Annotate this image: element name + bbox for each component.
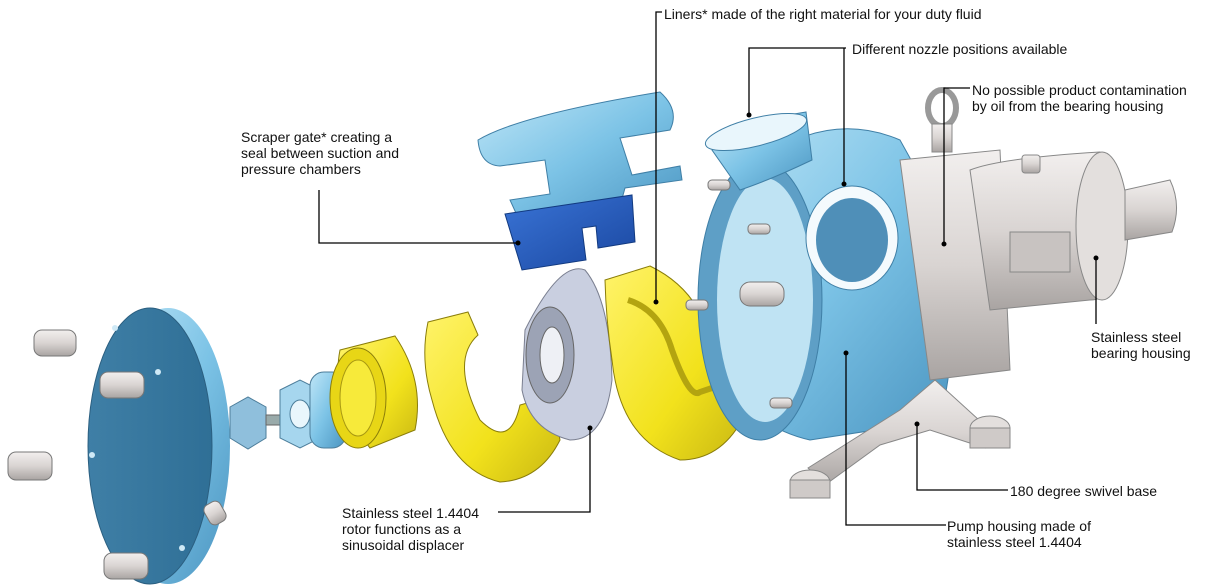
callout-scraper-line3: pressure chambers — [241, 161, 361, 177]
callout-rotor-line3: sinusoidal displacer — [342, 537, 465, 553]
liner-left — [424, 311, 561, 483]
cap-nuts — [7, 329, 227, 580]
callout-rotor-line2: rotor functions as a — [342, 521, 462, 537]
callout-scraper-line2: seal between suction and — [241, 145, 399, 161]
front-cover-plate — [87, 307, 230, 585]
callout-bearing-line1: Stainless steel — [1091, 329, 1182, 345]
callout-contamination: No possible product contamination by oil… — [972, 82, 1187, 114]
callout-nozzle-line1: Different nozzle positions available — [852, 41, 1068, 57]
callout-pump-housing: Pump housing made of stainless steel 1.4… — [947, 518, 1091, 550]
callout-rotor-line1: Stainless steel 1.4404 — [342, 505, 479, 521]
callout-housing-line2: stainless steel 1.4404 — [947, 534, 1082, 550]
callout-liners: Liners* made of the right material for y… — [664, 6, 982, 22]
callout-scraper-gate: Scraper gate* creating a seal between su… — [241, 129, 399, 177]
leader-lines — [318, 11, 1097, 526]
rotor — [521, 268, 613, 441]
callout-bearing-housing: Stainless steel bearing housing — [1091, 329, 1191, 361]
callout-bearing-line2: bearing housing — [1091, 345, 1191, 361]
scraper-gate — [504, 194, 636, 271]
pump-housing — [685, 128, 954, 441]
scraper-gate-holder — [477, 91, 683, 223]
bearing-housing — [899, 87, 1177, 381]
callout-swivel-base: 180 degree swivel base — [1010, 483, 1157, 499]
callout-nozzle: Different nozzle positions available — [852, 41, 1067, 57]
callout-contamination-line2: by oil from the bearing housing — [972, 98, 1164, 114]
leader-dots — [515, 112, 1099, 431]
rotor-bolt — [229, 371, 347, 450]
swivel-base — [789, 379, 1011, 499]
callout-liners-line1: Liners* made of the right material for y… — [664, 6, 982, 22]
callout-contamination-line1: No possible product contamination — [972, 82, 1187, 98]
yellow-hub — [329, 335, 418, 449]
callout-scraper-line1: Scraper gate* creating a — [241, 129, 392, 145]
callout-swivel-line1: 180 degree swivel base — [1010, 483, 1158, 499]
top-nozzle — [704, 111, 813, 191]
callout-rotor: Stainless steel 1.4404 rotor functions a… — [342, 505, 479, 553]
callout-housing-line1: Pump housing made of — [947, 518, 1091, 534]
